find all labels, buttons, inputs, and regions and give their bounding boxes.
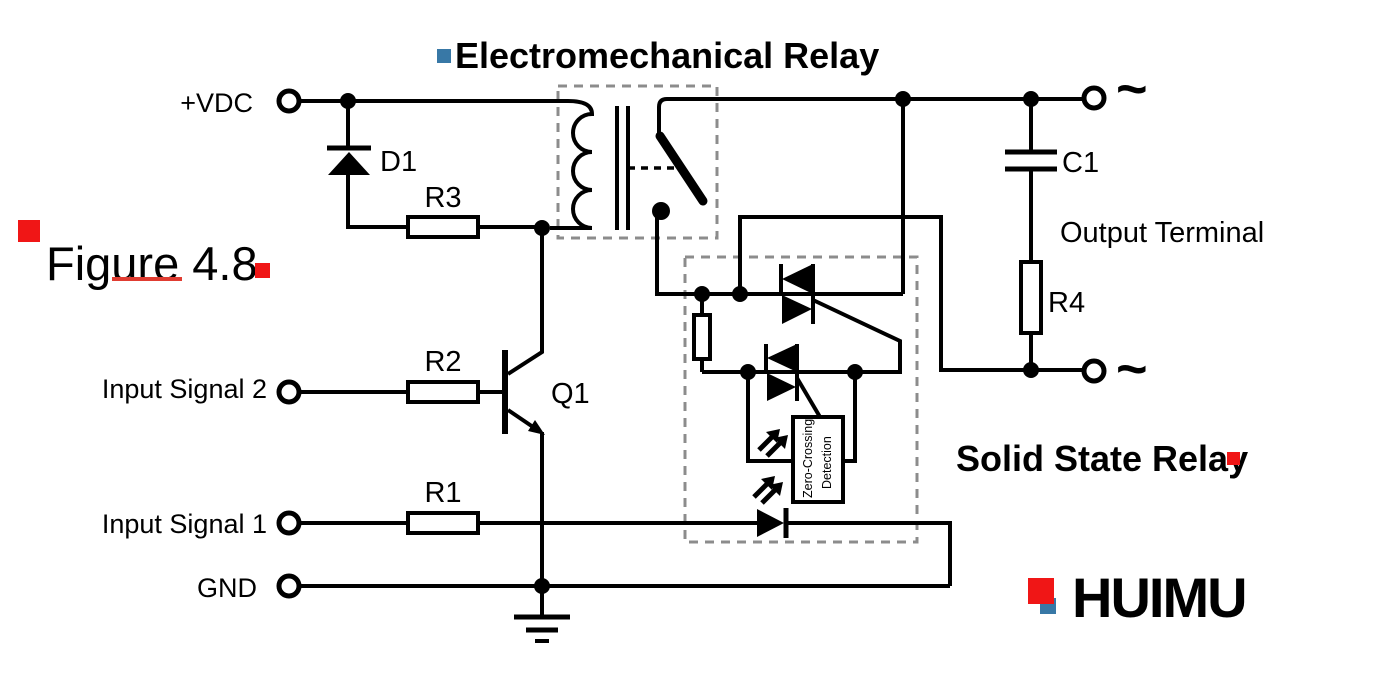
gnd-terminal <box>276 573 302 599</box>
input2-label: Input Signal 2 <box>102 374 267 404</box>
q1-collector-wire <box>506 228 544 376</box>
output-terminal-top <box>1081 85 1107 111</box>
figure-bullet-icon <box>18 220 40 242</box>
figure-underline <box>112 277 182 281</box>
power-triac <box>779 264 815 324</box>
relay-pole-wire <box>655 213 903 296</box>
gnd-label: GND <box>197 573 257 603</box>
solid-state-relay-box <box>683 255 919 544</box>
d1-label: D1 <box>380 146 417 178</box>
resistor-r3-body <box>406 215 480 239</box>
led-return-wire <box>786 521 952 586</box>
junction-dot <box>694 286 710 302</box>
ground-symbol <box>514 614 570 643</box>
figure-end-bullet-icon <box>255 263 270 278</box>
junction-dot <box>740 364 756 380</box>
input2-terminal <box>276 379 302 405</box>
junction-dots <box>340 91 1039 594</box>
gate-resistor-body <box>692 313 712 361</box>
zcd-label-line1: Zero-Crossing <box>801 419 815 498</box>
relay-switch-blade <box>655 131 708 206</box>
light-arrow-head-2 <box>774 435 788 449</box>
ac-tilde-top: ~ <box>1116 59 1148 119</box>
r2-label: R2 <box>424 346 461 378</box>
photo-triac <box>764 344 799 401</box>
figure-label: Figure 4.8 <box>46 237 258 290</box>
electromechanical-relay-box <box>556 84 719 240</box>
ac-tilde-bottom: ~ <box>1116 339 1148 399</box>
led-triangle <box>757 509 784 537</box>
output-terminal-label: Output Terminal <box>1060 217 1264 249</box>
huimu-logo: HUIMU <box>1028 566 1248 629</box>
light-arrow-heads <box>761 429 788 496</box>
junction-dot <box>732 286 748 302</box>
junction-dot <box>895 91 911 107</box>
junction-dot <box>534 578 550 594</box>
d1-triangle <box>328 152 370 175</box>
output-top-rail <box>657 97 1084 135</box>
power-triac-tri-upper <box>782 264 813 294</box>
zero-crossing-block: Zero-Crossing Detection <box>791 415 845 504</box>
resistor-r2-body <box>406 380 480 404</box>
resistor-r1-body <box>406 511 480 535</box>
q1-emitter-arrow <box>528 420 545 435</box>
power-triac-gate-wire <box>812 298 902 374</box>
bottom-output-loop <box>738 215 1084 372</box>
emr-title-bullet-icon <box>437 49 451 63</box>
input1-terminal <box>276 510 302 536</box>
output-terminal-bottom <box>1081 358 1107 384</box>
junction-dot <box>1023 91 1039 107</box>
input-led <box>757 508 789 538</box>
transistor-q1 <box>502 350 545 435</box>
relay-core-bars <box>615 106 630 230</box>
photo-triac-gate-wire <box>795 376 822 419</box>
electromechanical-relay-title: Electromechanical Relay <box>455 35 879 76</box>
c1-label: C1 <box>1062 147 1099 179</box>
vdc-label: +VDC <box>180 88 253 118</box>
relay-pole-contact-dot <box>652 202 670 220</box>
photo-triac-tri-lower <box>767 373 796 401</box>
logo-red-square-icon <box>1028 578 1054 604</box>
r4-label: R4 <box>1048 287 1085 319</box>
junction-dot <box>1023 362 1039 378</box>
junction-dot <box>340 93 356 109</box>
logo-wordmark: HUIMU <box>1072 566 1246 629</box>
light-arrow-head-4 <box>769 482 783 496</box>
resistor-r4-body <box>1019 260 1043 335</box>
ssr-title-bullet-icon <box>1227 452 1240 465</box>
photo-triac-tri-upper <box>767 344 797 372</box>
capacitor-c1 <box>1005 149 1057 172</box>
terminals <box>276 85 1107 599</box>
diode-d1 <box>327 145 371 175</box>
r3-label: R3 <box>424 182 461 214</box>
junction-dot <box>847 364 863 380</box>
zcd-box <box>791 415 845 504</box>
r1-label: R1 <box>424 477 461 509</box>
vdc-terminal <box>276 88 302 114</box>
q1-label: Q1 <box>551 378 590 410</box>
input1-label: Input Signal 1 <box>102 509 267 539</box>
junction-dot <box>534 220 550 236</box>
zcd-label-line2: Detection <box>820 436 834 489</box>
power-triac-tri-lower <box>782 295 812 324</box>
solid-state-relay-title: Solid State Relay <box>956 438 1248 479</box>
vdc-rail-and-relay-coil <box>299 99 595 230</box>
